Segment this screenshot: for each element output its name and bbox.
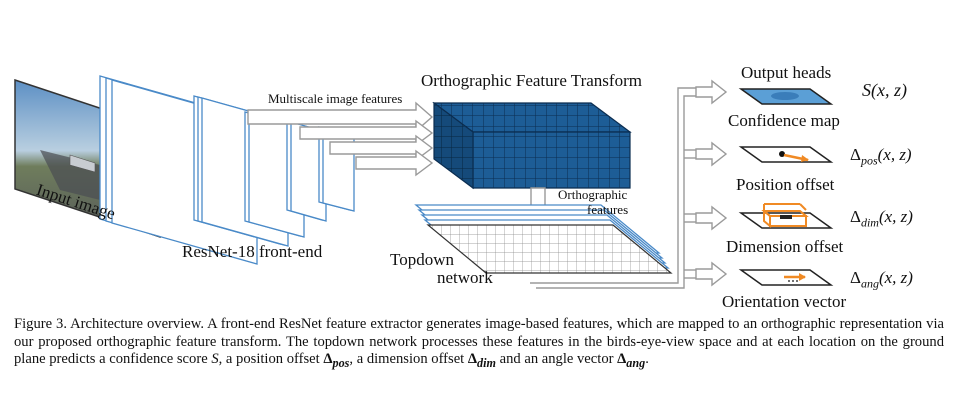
output-head-arrows xyxy=(695,79,728,287)
topdown-label-line2: network xyxy=(437,268,493,287)
architecture-figure: Input image ResNet-18 front-end Multisca… xyxy=(14,63,913,310)
ortho-features-label-line2: features xyxy=(587,202,629,217)
topdown-label-line1: Topdown xyxy=(390,250,454,269)
orientation-vector-plane xyxy=(738,269,834,286)
ortho-features-label-line1: Orthographic xyxy=(558,187,628,202)
orthographic-feature-cube xyxy=(432,101,632,190)
score-math-label: S(x, z) xyxy=(862,80,907,100)
position-offset-label: Position offset xyxy=(736,175,835,194)
figure-caption: Figure 3. Architecture overview. A front… xyxy=(14,316,944,371)
pos-math-label: Δpos(x, z) xyxy=(850,145,912,168)
dimension-offset-label: Dimension offset xyxy=(726,237,844,256)
confidence-map-label: Confidence map xyxy=(728,111,840,130)
position-offset-plane xyxy=(738,146,834,163)
dimension-offset-plane xyxy=(738,203,834,229)
orientation-vector-label: Orientation vector xyxy=(722,292,847,311)
output-connector-lines xyxy=(530,87,696,289)
multiscale-label: Multiscale image features xyxy=(268,91,403,106)
dim-math-label: Δdim(x, z) xyxy=(850,207,913,230)
ang-math-label: Δang(x, z) xyxy=(850,268,913,291)
confidence-map-plane xyxy=(738,88,834,105)
multiscale-arrows xyxy=(247,101,434,177)
oft-label: Orthographic Feature Transform xyxy=(421,71,642,90)
output-heads-label: Output heads xyxy=(741,63,832,82)
resnet-label: ResNet-18 front-end xyxy=(182,242,323,261)
topdown-network-grids xyxy=(414,204,673,274)
